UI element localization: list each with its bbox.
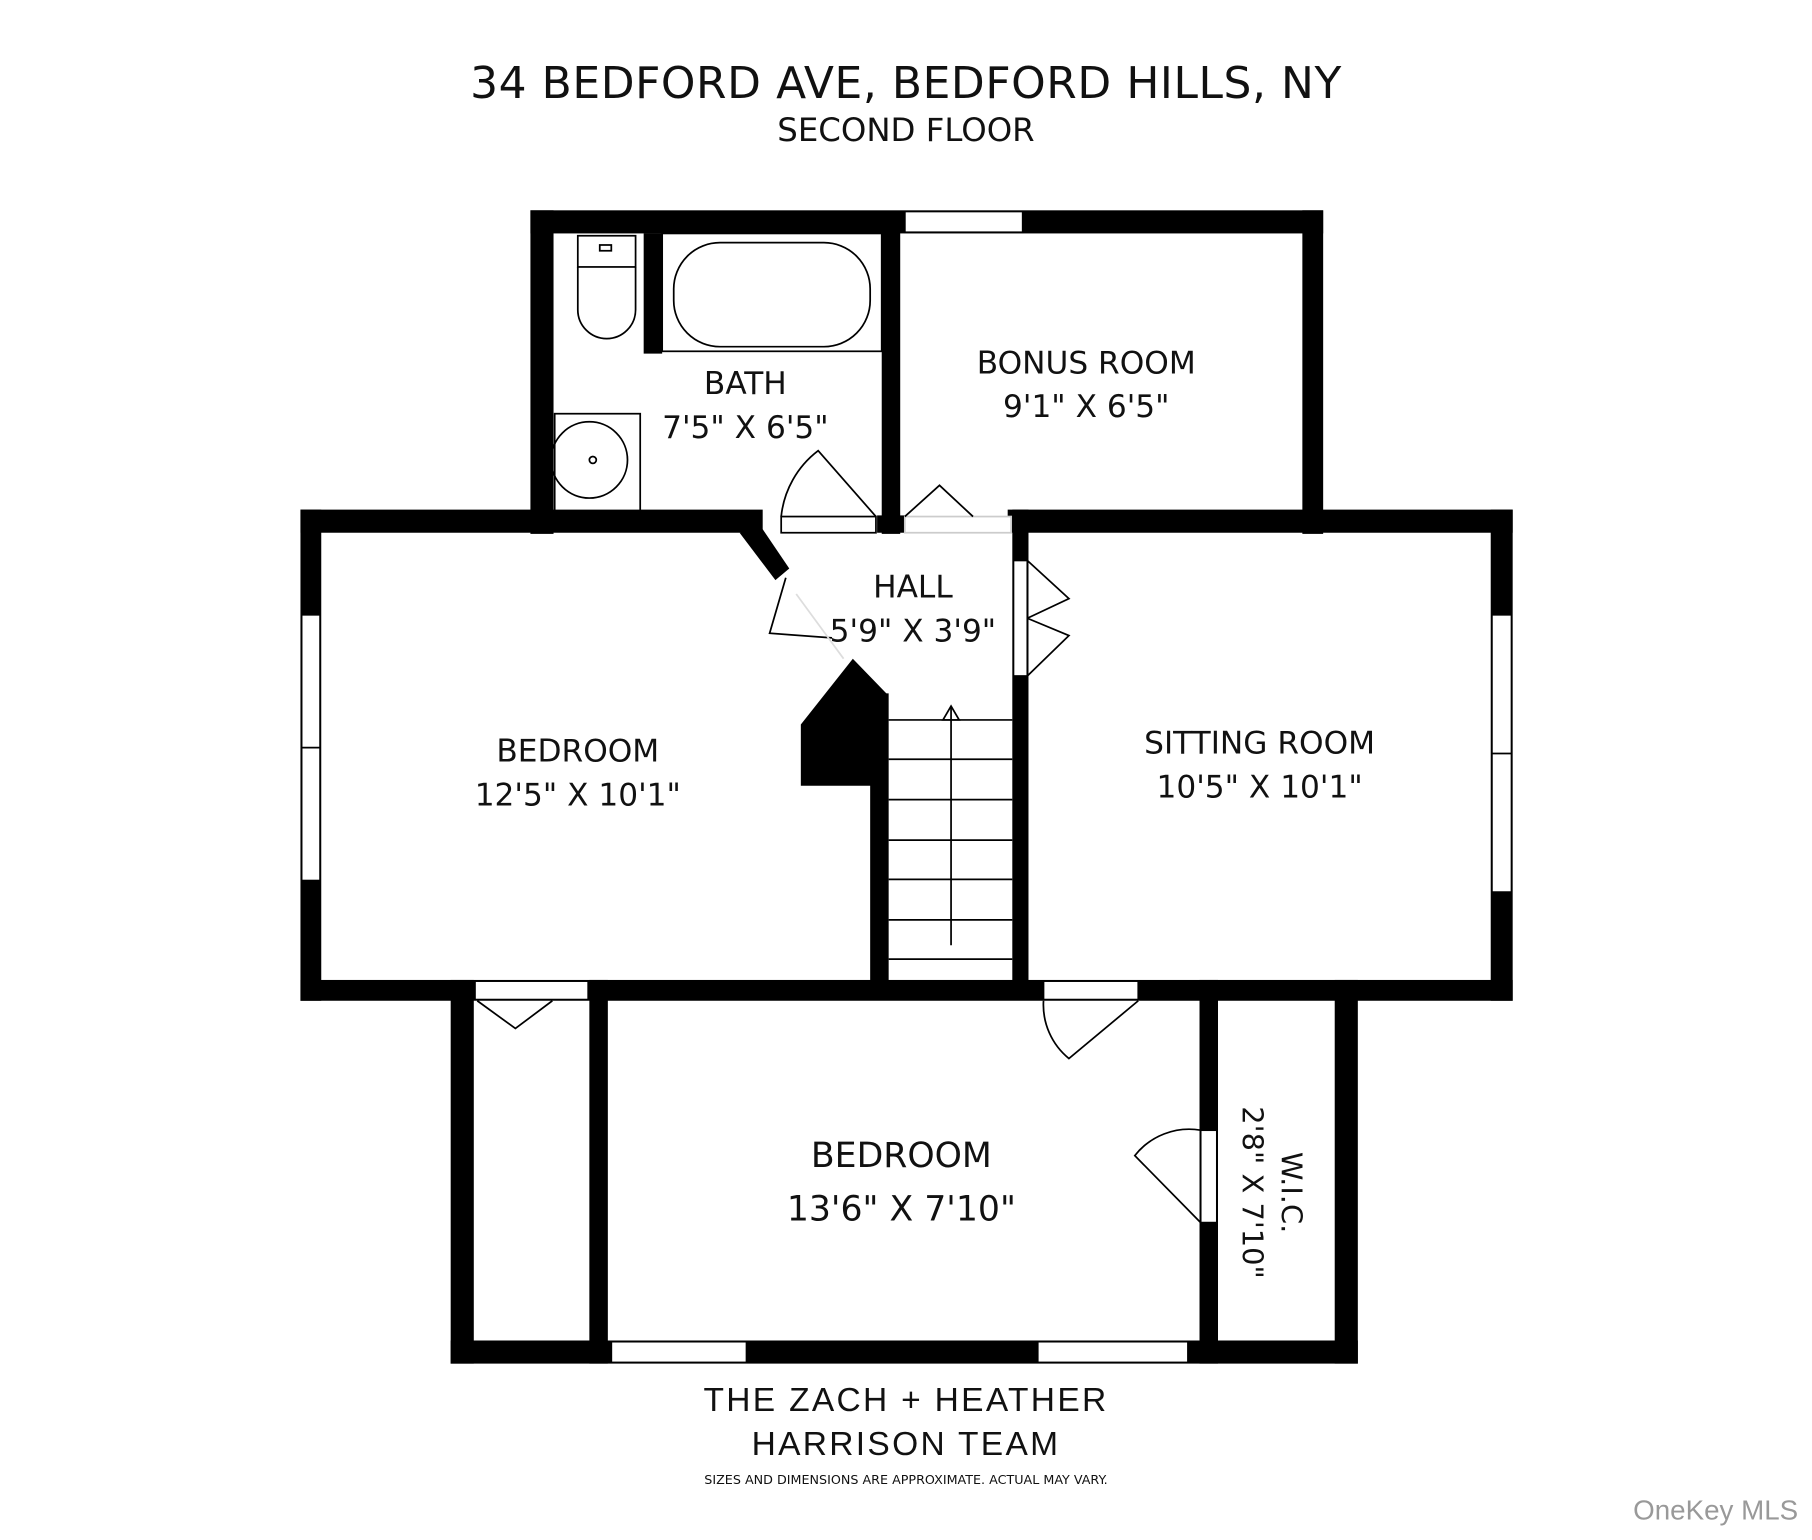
- address-title: 34 BEDFORD AVE, BEDFORD HILLS, NY: [470, 57, 1342, 109]
- room-dims: 2'8" X 7'10": [1235, 1106, 1269, 1279]
- room-name: BEDROOM: [810, 1135, 992, 1177]
- room-dims: 5'9" X 3'9": [829, 613, 997, 650]
- room-dims: 12'5" X 10'1": [474, 777, 681, 814]
- room-name: W.I.C.: [1274, 1151, 1309, 1234]
- team-line-1: THE ZACH + HEATHER: [703, 1382, 1109, 1420]
- room-name: BEDROOM: [496, 733, 660, 770]
- room-bath: BATH 7'5" X 6'5": [647, 363, 843, 451]
- floor-subtitle: SECOND FLOOR: [777, 110, 1035, 150]
- room-name: BONUS ROOM: [976, 345, 1196, 382]
- room-dims: 13'6" X 7'10": [786, 1189, 1016, 1230]
- room-hall: HALL 5'9" X 3'9": [820, 566, 1005, 654]
- watermark: OneKey MLS: [1633, 1495, 1799, 1527]
- team-line-2: HARRISON TEAM: [751, 1426, 1061, 1463]
- room-name: BATH: [703, 366, 787, 403]
- room-bedroom-1: BEDROOM 12'5" X 10'1": [451, 730, 705, 818]
- room-dims: 7'5" X 6'5": [662, 410, 829, 447]
- disclaimer: SIZES AND DIMENSIONS ARE APPROXIMATE. AC…: [704, 1472, 1108, 1488]
- room-bonus: BONUS ROOM 9'1" X 6'5": [959, 342, 1213, 430]
- room-bedroom-2: BEDROOM 13'6" X 7'10": [763, 1130, 1040, 1236]
- room-wic: W.I.C. 2'8" X 7'10": [1232, 1089, 1311, 1297]
- room-sitting: SITTING ROOM 10'5" X 10'1": [1121, 722, 1398, 810]
- room-name: HALL: [873, 569, 953, 606]
- room-dims: 9'1" X 6'5": [1003, 389, 1170, 426]
- room-name: SITTING ROOM: [1144, 725, 1376, 762]
- room-dims: 10'5" X 10'1": [1156, 769, 1363, 806]
